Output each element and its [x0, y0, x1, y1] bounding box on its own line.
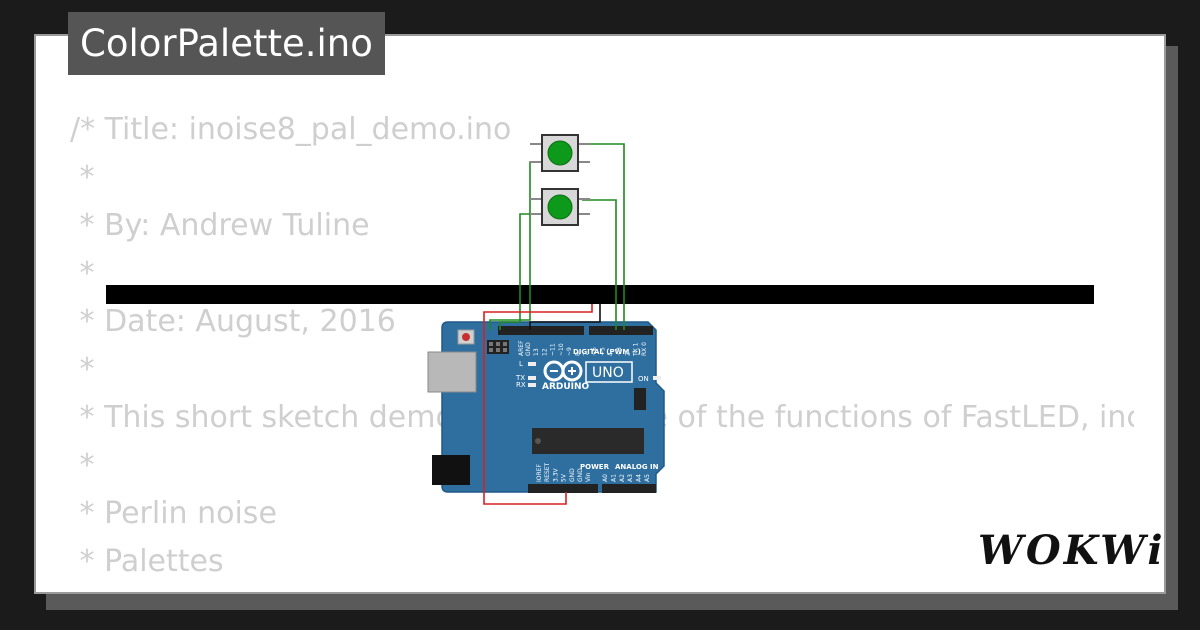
power-pin-label-6: Vin — [585, 472, 592, 482]
analog-pin-label-1: A1 — [610, 474, 617, 482]
project-title: ColorPalette.ino — [68, 12, 385, 75]
wires — [483, 143, 625, 505]
digital-header-left — [498, 326, 584, 335]
analog-pin-label-4: A4 — [636, 474, 643, 482]
digital-pin-label-1: 12 — [541, 348, 548, 356]
power-pin-label-0: IOREF — [536, 464, 543, 482]
wire-green-top-left — [489, 161, 538, 330]
wire-red-5v — [483, 304, 593, 505]
wire-green-top-right — [582, 143, 625, 330]
power-pin-label-5: GND — [577, 468, 584, 482]
digital-pin-label-3: ~10 — [558, 343, 565, 356]
digital-pin-label-0: 13 — [533, 348, 540, 356]
power-pin-label-4: GND — [569, 468, 576, 482]
analog-pin-label-2: A2 — [619, 474, 626, 482]
board-model: UNO — [592, 365, 624, 381]
led-l-label: L — [519, 360, 523, 368]
digital-pin-label-6: 7 — [583, 352, 590, 356]
on-label: ON — [638, 375, 649, 383]
digital-pin-label-13: RX 0 — [641, 342, 648, 356]
led-rx-label: RX — [516, 381, 526, 389]
wokwi-logo-text: WOKWi — [978, 527, 1166, 574]
wire-green-bottom-right — [582, 199, 617, 330]
digital-label: DIGITAL (PWM ~) — [573, 348, 641, 356]
pushbutton-bottom[interactable] — [530, 188, 590, 226]
analog-pin-label-3: A3 — [627, 474, 634, 482]
aref-label: AREF — [518, 340, 525, 356]
digital-pin-label-9: 4 — [608, 352, 615, 356]
digital-pin-label-10: ~3 — [616, 347, 623, 356]
power-pin-label-2: 3.3V — [552, 467, 559, 482]
wire-black — [529, 304, 601, 330]
power-pin-label-1: RESET — [544, 462, 551, 482]
wire-green-bottom-left — [499, 213, 538, 330]
digital-pin-label-8: ~5 — [599, 347, 606, 356]
power-pin-label-3: 5V — [561, 473, 568, 482]
digital-pin-label-2: ~11 — [550, 343, 557, 356]
led-tx-label: TX — [515, 374, 525, 382]
wokwi-logo: WOKWi — [978, 525, 1166, 577]
pushbutton-top[interactable] — [530, 134, 590, 172]
code-preview: /* Title: inoise8_pal_demo.ino * * By: A… — [70, 112, 1134, 579]
digital-header-right — [589, 326, 653, 335]
power-label: POWER — [580, 463, 610, 471]
analog-pin-label-5: A5 — [644, 474, 651, 482]
arduino-uno-board[interactable] — [427, 321, 665, 493]
digital-pin-label-7: ~6 — [591, 347, 598, 356]
gnd-label: GND — [525, 342, 532, 356]
analog-label: ANALOG IN — [615, 463, 659, 471]
power-jack — [432, 455, 470, 485]
digital-pin-label-12: TX 1 — [633, 342, 640, 357]
digital-pin-label-5: 8 — [575, 352, 582, 356]
analog-header — [602, 484, 656, 493]
reset-button[interactable] — [462, 333, 470, 341]
microcontroller-chip — [532, 428, 644, 454]
analog-pin-label-0: A0 — [602, 474, 609, 482]
divider-bar — [106, 285, 1094, 304]
digital-pin-label-11: 2 — [624, 352, 631, 356]
usb-connector — [427, 351, 477, 393]
board-brand: ARDUINO — [542, 382, 590, 392]
digital-pin-label-4: ~9 — [566, 347, 573, 356]
power-header — [528, 484, 598, 493]
